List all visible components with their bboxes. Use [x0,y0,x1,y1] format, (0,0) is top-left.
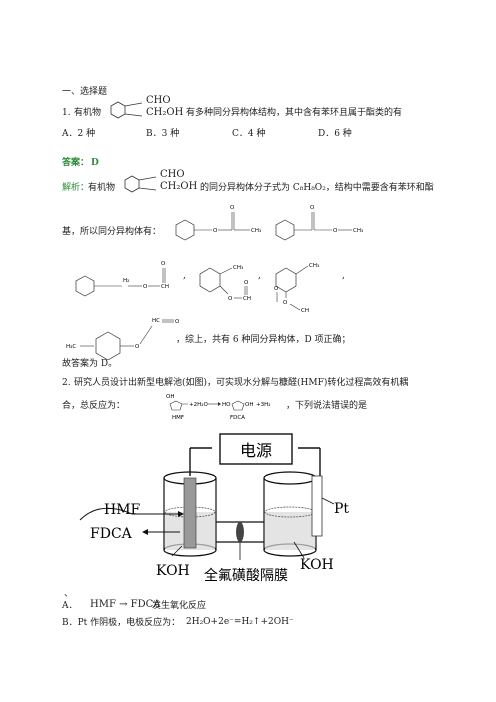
isomer-1-structure: O O CH₃ [175,205,261,241]
isomer-3-h2: H₂ [123,278,129,284]
q2-option-a-text: 发生氧化反应 [152,601,207,611]
q1-struct-ch2oh: CH₂OH [146,107,184,118]
eq-oh: OH [166,394,174,400]
koh-left-label: KOH [156,563,190,579]
q2-stem-line1: 研究人员设计出新型电解池(如图)，可实现水分解与糠醛(HMF)转化过程高效有机耦 [74,378,409,388]
q1-option-a: A．2 种 [62,129,96,139]
eq-hmf: HMF [172,415,184,421]
isomer-4-ch3: CH₃ [233,265,243,271]
q1-option-d: D．6 种 [318,129,352,139]
koh-right-label: KOH [300,557,334,573]
isomer-4-o: O [228,296,233,302]
comma-1: , [183,271,186,281]
isomer-6-structure: H₃C O HC O [66,318,180,360]
fdca-label: FDCA [90,526,133,542]
q1-therefore: 故答案为 D。 [62,359,118,369]
q2-option-b-formula: 2H₂O+2e⁻=H₂↑+2OH⁻ [186,617,294,627]
right-electrode [311,475,323,537]
isomer-6-hc: HC [152,318,160,324]
eq-right: +3H₂ [256,402,270,408]
comma-2: , [258,271,261,281]
section-title: 一、选择题 [62,87,108,97]
q1-analysis-before: 有机物 [88,183,116,193]
q1-analysis-ch2oh: CH₂OH [160,181,198,192]
q1-analysis-structure [124,175,157,193]
q1-answer-value: D [91,158,99,168]
isomer-5-o: O [283,300,288,306]
isomer-2-o: O [333,228,338,234]
isomer-6-h3c: H₃C [66,344,76,350]
isomer-5-ch: CH [301,308,309,314]
isomer-1-o: O [213,228,218,234]
isomer-6-o2: O [175,319,180,325]
q1-number: 1. [62,108,71,118]
q1-analysis-cho: CHO [160,169,185,180]
q1-struct-cho: CHO [146,95,171,106]
q1-analysis-label: 解析： [62,183,90,193]
q1-option-c: C．4 种 [232,129,266,139]
q1-stem-after: 有多种同分异构体结构，其中含有苯环且属于酯类的有 [186,108,403,118]
isomer-4-ch: CH [243,296,251,302]
isomer-2-ch3: CH₃ [353,228,363,234]
q2-stem-line2-before: 合，总反应为： [62,401,126,411]
q1-analysis-after: 的同分异构体分子式为 C₈H₈O₂，结构中需要含有苯环和酯 [200,183,434,193]
comma-3: , [342,271,345,281]
hmf-label: HMF [104,502,141,518]
eq-fdca: FDCA [230,415,245,421]
power-label: 电源 [240,441,272,460]
isomer-4-structure: CH₃ O CH O [199,265,251,302]
eq-oh2: OH [245,402,253,408]
isomer-3-o2: O [161,261,166,267]
power-box [219,433,293,465]
isomer-1-ch3: CH₃ [251,228,261,234]
isomer-5-o2: O [274,286,279,292]
q2-option-a-formula: HMF → FDCA [90,599,161,610]
isomer-3-ch: CH [161,284,169,290]
left-electrode [183,477,197,549]
q2-equation-image: OH +2H₂O HO OH +3H₂ HMF FDCA [166,394,270,421]
q1-conclusion: ，综上，共有 6 种同分异构体，D 项正确； [176,335,351,345]
pt-label: Pt [334,501,349,517]
isomer-5-structure: CH₃ O CH O [274,263,319,314]
q2-stem-line2-after: ，下列说法错误的是 [286,401,368,411]
isomer-5-ch3: CH₃ [309,263,319,269]
q2-option-a-label: A． [62,601,78,611]
eq-ho: HO [222,402,231,408]
q1-option-b: B．3 种 [146,129,180,139]
q2-option-b-label: B．Pt 作阴极，电极反应为： [62,618,181,628]
q2-number: 2. [62,378,71,388]
membrane-label: 全氟磺酸隔膜 [204,567,288,583]
isomer-2-structure: O O CH₃ [275,205,363,241]
electrolysis-diagram: 电源 Pt HMF FDCA KOH KOH 全氟磺酸隔膜 [79,433,349,583]
isomer-2-o2: O [310,205,315,211]
q1-answer-label: 答案： [62,158,90,168]
membrane [236,522,244,542]
q2-tick: 、 [64,589,74,599]
eq-left: +2H₂O [189,402,208,408]
isomer-6-o: O [135,344,140,350]
q1-analysis-line2: 基，所以同分异构体有： [62,227,162,237]
q1-structure-image [110,101,143,119]
isomer-4-o2: O [244,280,249,286]
isomer-3-structure: H₂ O CH O [75,261,169,297]
isomer-3-o: O [143,284,148,290]
isomer-1-o2: O [230,205,235,211]
q1-stem-before: 有机物 [74,108,102,118]
